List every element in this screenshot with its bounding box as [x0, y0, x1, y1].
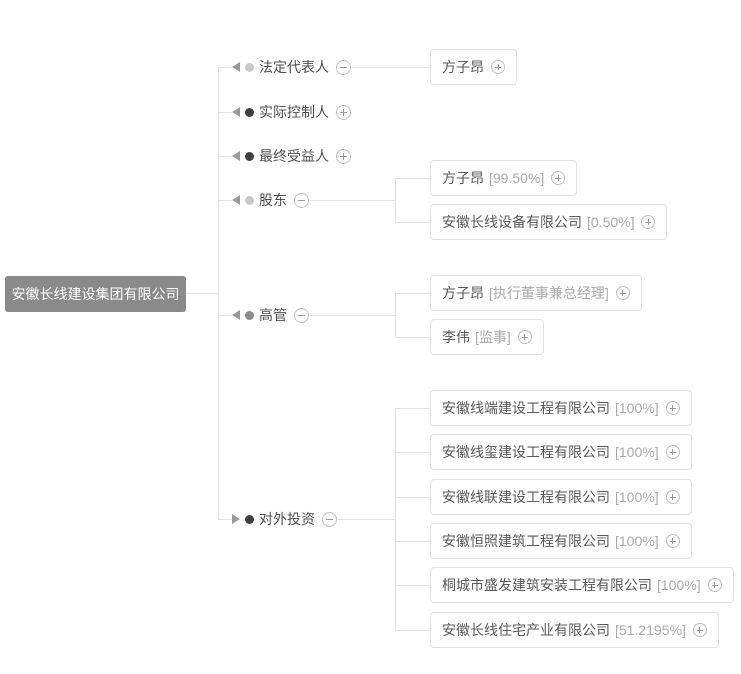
- bullet-icon: [245, 195, 254, 205]
- expand-icon[interactable]: [692, 623, 707, 637]
- arrow-left-icon: [232, 151, 240, 161]
- bullet-icon: [245, 62, 254, 72]
- branch-label: 高管: [259, 307, 287, 323]
- tree-node[interactable]: 安徽线端建设工程有限公司 [100%]: [430, 390, 692, 426]
- node-value: [100%]: [615, 533, 659, 549]
- connector-line: [218, 315, 232, 316]
- company-root-node[interactable]: 安徽长线建设集团有限公司: [5, 276, 186, 312]
- tree-node[interactable]: 安徽恒照建筑工程有限公司 [100%]: [430, 523, 692, 559]
- expand-icon[interactable]: [336, 148, 351, 164]
- branch-actual-controller: 实际控制人: [232, 100, 351, 124]
- connector-line: [396, 452, 430, 453]
- node-name: 安徽长线住宅产业有限公司: [442, 622, 610, 638]
- expand-icon[interactable]: [336, 104, 351, 120]
- node-name: 安徽线联建设工程有限公司: [442, 489, 610, 505]
- connector-line: [186, 293, 218, 294]
- connector-line: [310, 200, 395, 201]
- node-name: 安徽长线设备有限公司: [442, 214, 582, 230]
- node-name: 方子昂: [442, 285, 484, 301]
- collapse-icon[interactable]: [294, 192, 309, 208]
- connector-line: [310, 315, 395, 316]
- collapse-icon[interactable]: [294, 307, 309, 323]
- node-name: 安徽恒照建筑工程有限公司: [442, 533, 610, 549]
- node-name: 方子昂: [442, 170, 484, 186]
- connector-line: [218, 519, 232, 520]
- node-value: [执行董事兼总经理]: [489, 285, 609, 301]
- expand-icon[interactable]: [665, 401, 680, 415]
- expand-icon[interactable]: [707, 578, 722, 592]
- connector-line: [218, 67, 232, 68]
- expand-icon[interactable]: [665, 490, 680, 504]
- connector-line: [338, 519, 395, 520]
- node-value: [100%]: [657, 577, 701, 593]
- connector-line: [396, 497, 430, 498]
- expand-icon[interactable]: [517, 330, 532, 344]
- expand-icon[interactable]: [615, 286, 630, 300]
- branch-label: 股东: [259, 192, 287, 208]
- tree-node[interactable]: 安徽长线设备有限公司 [0.50%]: [430, 204, 668, 240]
- connector-line: [396, 541, 430, 542]
- collapse-icon[interactable]: [336, 59, 351, 75]
- collapse-icon[interactable]: [322, 511, 337, 527]
- branch-label: 实际控制人: [259, 104, 329, 120]
- connector-line: [218, 156, 232, 157]
- node-value: [100%]: [615, 489, 659, 505]
- node-name: 安徽线玺建设工程有限公司: [442, 444, 610, 460]
- tree-node[interactable]: 方子昂 [执行董事兼总经理]: [430, 275, 642, 311]
- expand-icon[interactable]: [551, 171, 566, 185]
- expand-icon[interactable]: [491, 60, 505, 74]
- node-value: [99.50%]: [489, 170, 545, 186]
- arrow-left-icon: [232, 62, 240, 72]
- arrow-right-icon: [232, 514, 240, 524]
- connector-line: [218, 112, 232, 113]
- connector-line: [396, 222, 430, 223]
- tree-node[interactable]: 李伟 [监事]: [430, 319, 544, 355]
- tree-node[interactable]: 安徽线玺建设工程有限公司 [100%]: [430, 434, 692, 470]
- connector-line: [395, 293, 396, 338]
- node-name: 安徽线端建设工程有限公司: [442, 400, 610, 416]
- bullet-icon: [245, 151, 254, 161]
- connector-line: [396, 337, 430, 338]
- tree-node[interactable]: 桐城市盛发建筑安装工程有限公司 [100%]: [430, 567, 734, 603]
- connector-line: [396, 293, 430, 294]
- arrow-left-icon: [232, 107, 240, 117]
- branch-label: 对外投资: [259, 511, 315, 527]
- branch-label: 法定代表人: [259, 59, 329, 75]
- branch-label: 最终受益人: [259, 148, 329, 164]
- connector-line: [395, 408, 396, 631]
- branch-shareholders: 股东: [232, 188, 309, 212]
- arrow-left-icon: [232, 310, 240, 320]
- node-value: [0.50%]: [587, 214, 635, 230]
- connector-line: [395, 178, 396, 223]
- expand-icon[interactable]: [641, 215, 656, 229]
- branch-executives: 高管: [232, 303, 309, 327]
- connector-line: [218, 200, 232, 201]
- connector-line: [396, 178, 430, 179]
- expand-icon[interactable]: [665, 534, 680, 548]
- connector-line: [352, 67, 430, 68]
- bullet-icon: [245, 310, 254, 320]
- branch-outbound-investment: 对外投资: [232, 507, 337, 531]
- node-value: [100%]: [615, 444, 659, 460]
- node-name: 李伟: [442, 329, 470, 345]
- node-name: 桐城市盛发建筑安装工程有限公司: [442, 577, 652, 593]
- node-name: 方子昂: [442, 59, 484, 75]
- branch-legal-representative: 法定代表人: [232, 55, 351, 79]
- tree-node[interactable]: 方子昂: [430, 49, 517, 85]
- expand-icon[interactable]: [665, 445, 680, 459]
- tree-trunk-line: [218, 67, 219, 520]
- branch-ultimate-beneficiary: 最终受益人: [232, 144, 351, 168]
- connector-line: [396, 585, 430, 586]
- tree-node[interactable]: 安徽长线住宅产业有限公司 [51.2195%]: [430, 612, 719, 648]
- node-value: [监事]: [475, 329, 511, 345]
- bullet-icon: [245, 107, 254, 117]
- connector-line: [396, 630, 430, 631]
- arrow-left-icon: [232, 195, 240, 205]
- tree-node[interactable]: 方子昂 [99.50%]: [430, 160, 578, 196]
- connector-line: [396, 408, 430, 409]
- node-value: [51.2195%]: [615, 622, 686, 638]
- tree-node[interactable]: 安徽线联建设工程有限公司 [100%]: [430, 479, 692, 515]
- bullet-icon: [245, 514, 254, 524]
- node-value: [100%]: [615, 400, 659, 416]
